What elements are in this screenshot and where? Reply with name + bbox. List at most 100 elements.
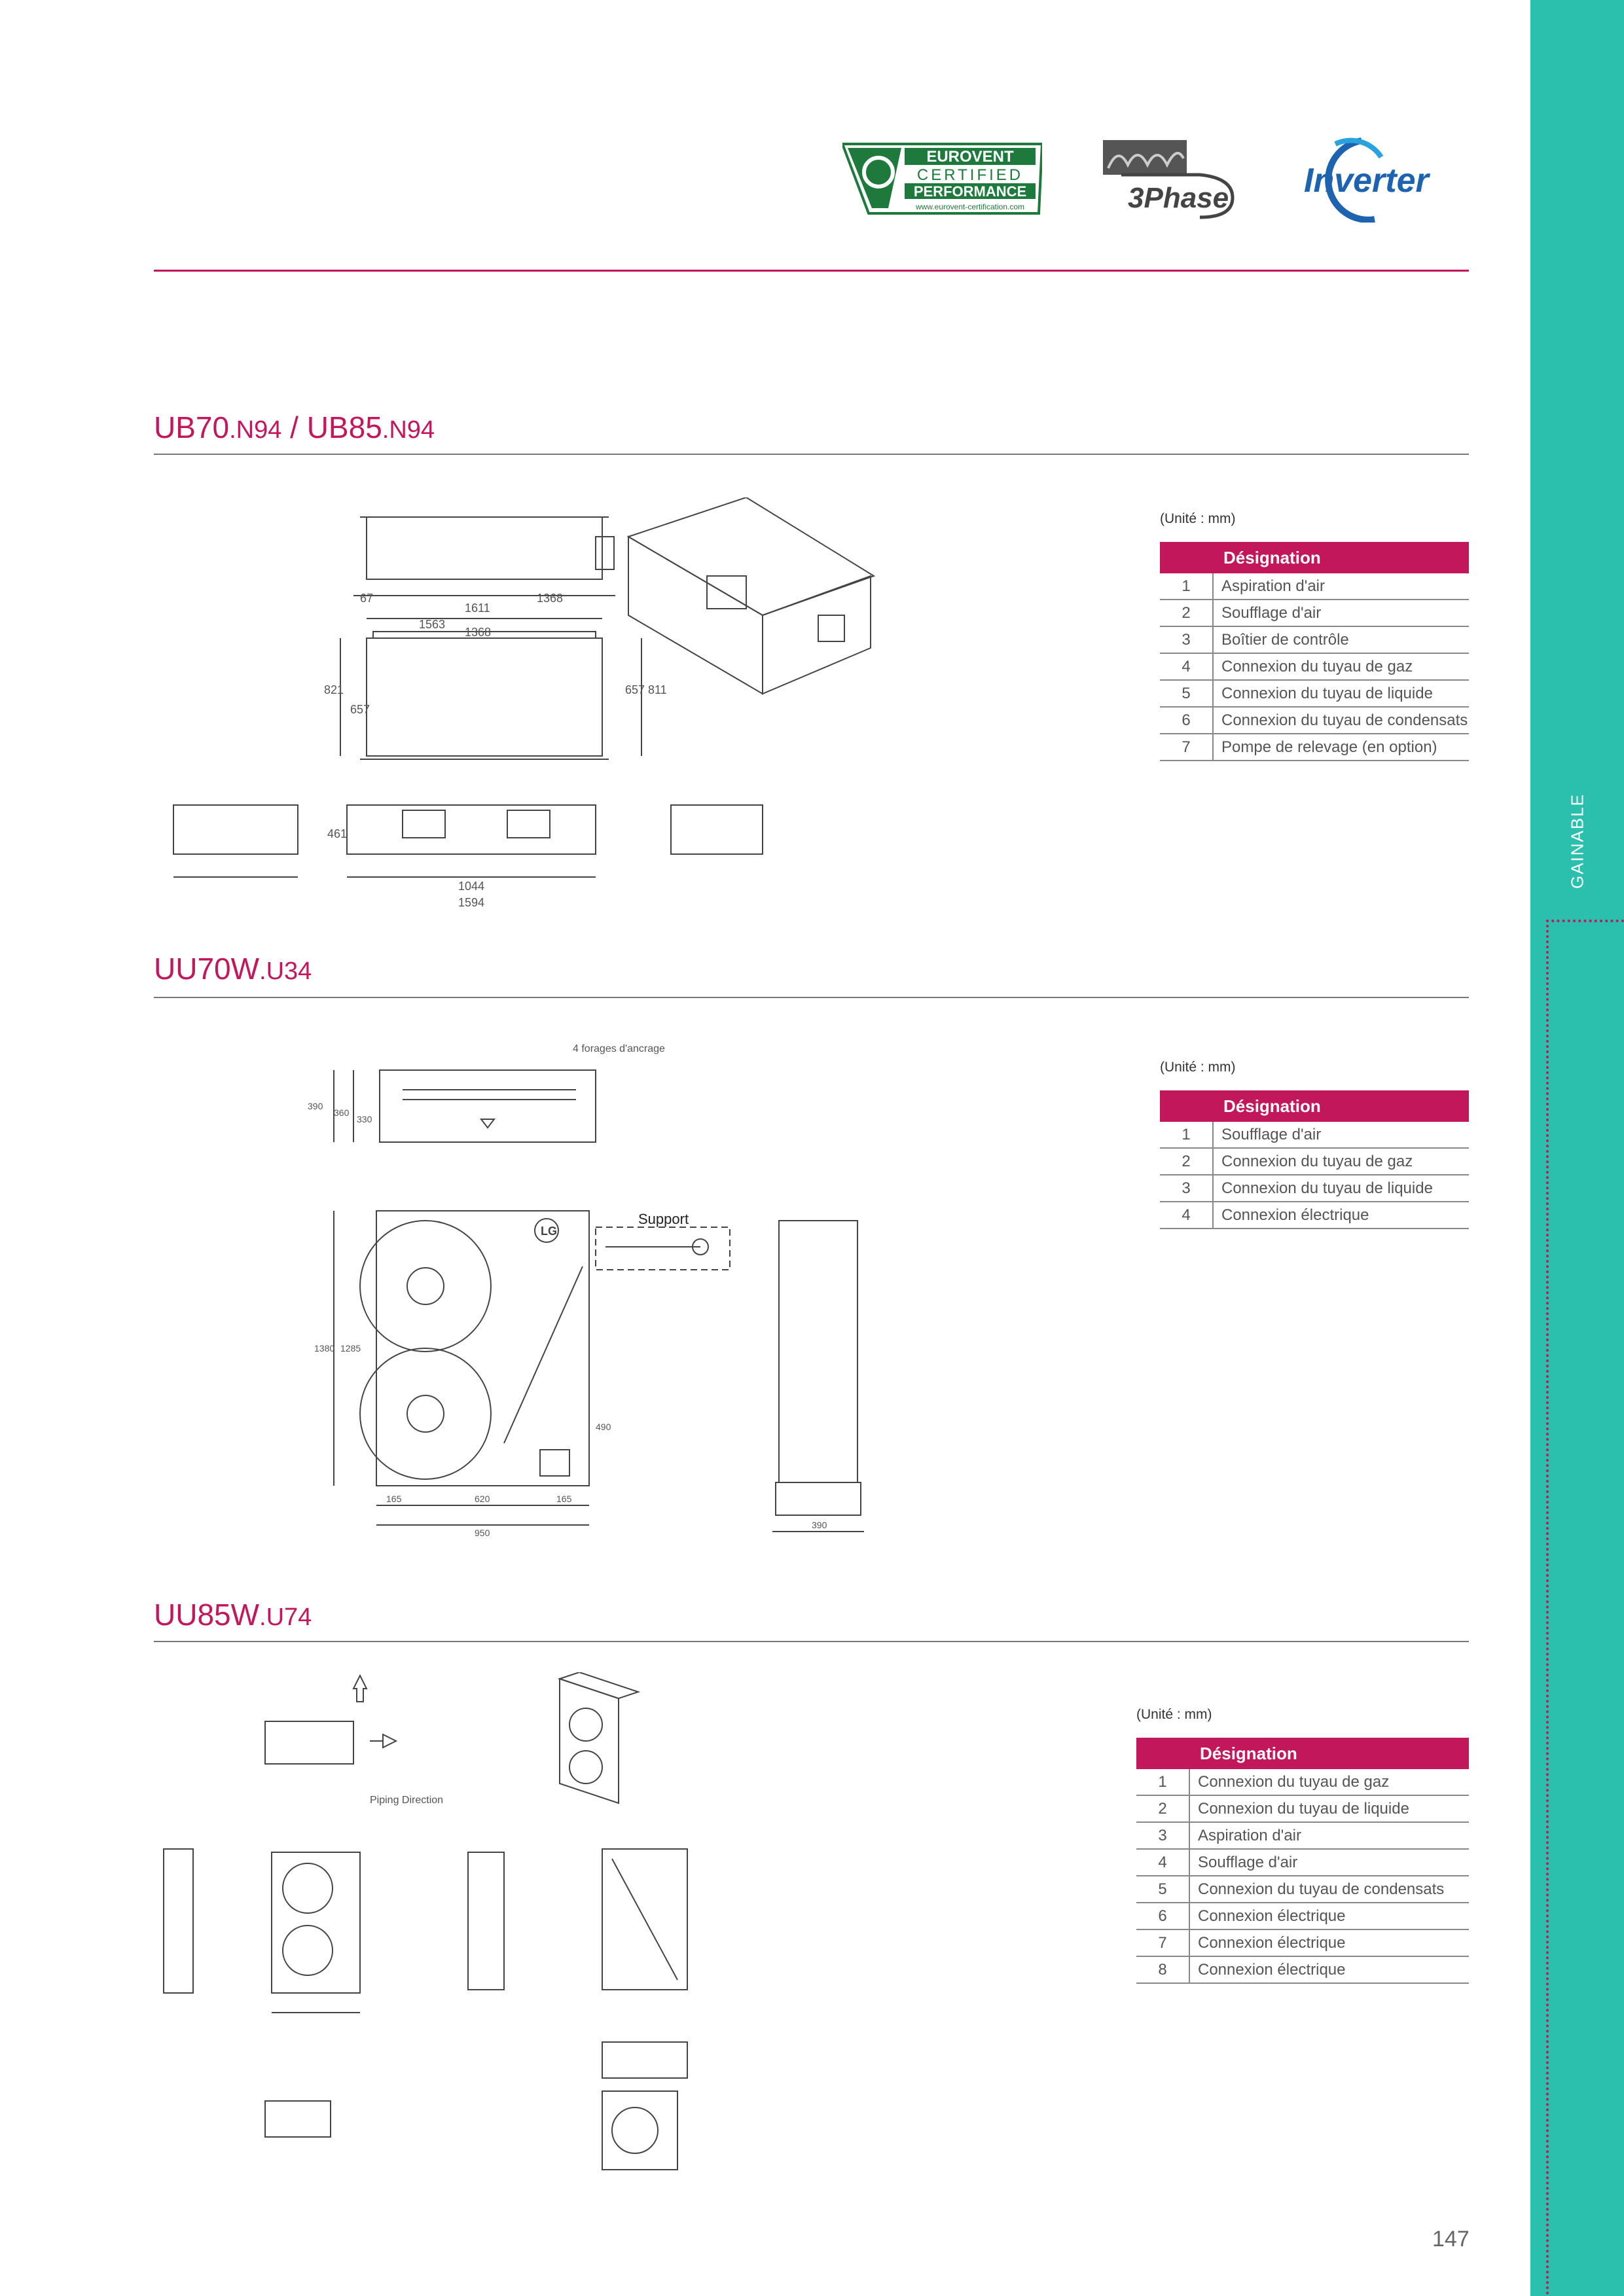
lg-brand: LG [541, 1225, 557, 1238]
row-label: Connexion du tuyau de liquide [1213, 680, 1469, 708]
three-phase-text: 3Phase [1128, 182, 1229, 214]
dim-950: 950 [475, 1528, 490, 1538]
row-label: Connexion du tuyau de gaz [1189, 1769, 1469, 1796]
row-label: Soufflage d'air [1213, 600, 1469, 627]
uu85w-technical-drawing: Piping Direction [163, 1672, 688, 2170]
dim-390-side: 390 [812, 1520, 827, 1530]
title-suffix: .U34 [259, 958, 312, 985]
dim-1611: 1611 [465, 601, 490, 615]
dim-330: 330 [357, 1114, 372, 1124]
row-label: Connexion du tuyau de condensats [1213, 707, 1469, 734]
section-divider [154, 454, 1469, 455]
dim-1368: 1368 [537, 592, 563, 605]
section-divider [154, 997, 1469, 998]
row-label: Connexion du tuyau de liquide [1213, 1175, 1469, 1202]
row-num: 3 [1160, 626, 1214, 654]
eurovent-line2: CERTIFIED [917, 166, 1023, 184]
dim-67: 67 [360, 592, 373, 605]
table-header: Désignation [1160, 542, 1469, 573]
row-num: 5 [1136, 1876, 1190, 1903]
dim-657-b: 657 [625, 683, 645, 696]
piping-direction-label: Piping Direction [370, 1795, 443, 1806]
header-num [1160, 542, 1213, 573]
row-num: 6 [1160, 707, 1214, 734]
title-part-2: UB85 [306, 410, 382, 444]
section-divider [154, 1641, 1469, 1642]
row-label: Boîtier de contrôle [1213, 626, 1469, 654]
row-num: 2 [1160, 1148, 1214, 1175]
row-label: Aspiration d'air [1213, 573, 1469, 600]
table-header: Désignation [1160, 1090, 1469, 1122]
title-part: UU85W [154, 1598, 260, 1632]
dim-165: 165 [386, 1494, 402, 1504]
row-label: Connexion électrique [1189, 1956, 1469, 1984]
row-num: 1 [1136, 1769, 1190, 1796]
row-label: Connexion du tuyau de liquide [1189, 1795, 1469, 1823]
eurovent-logo: EUROVENT CERTIFIED PERFORMANCE www.eurov… [842, 143, 1042, 215]
row-num: 3 [1160, 1175, 1214, 1202]
eurovent-line1: EUROVENT [926, 148, 1014, 166]
dim-1285: 1285 [340, 1343, 361, 1354]
dim-821: 821 [324, 683, 344, 696]
dim-461: 461 [327, 827, 347, 840]
table-header: Désignation [1136, 1738, 1469, 1769]
dim-620: 620 [475, 1494, 490, 1504]
row-label: Connexion du tuyau de gaz [1213, 653, 1469, 681]
dim-1563: 1563 [419, 618, 445, 631]
dim-657: 657 [350, 703, 370, 716]
dim-1368-b: 1368 [465, 626, 491, 639]
row-label: Pompe de relevage (en option) [1213, 734, 1469, 761]
sidebar-label: GAINABLE [1567, 793, 1587, 889]
row-num: 1 [1160, 573, 1214, 600]
row-label: Soufflage d'air [1213, 1122, 1469, 1149]
support-label: Support [638, 1211, 689, 1227]
row-num: 7 [1160, 734, 1214, 761]
row-num: 4 [1160, 1202, 1214, 1229]
row-label: Connexion du tuyau de condensats [1189, 1876, 1469, 1903]
dim-490: 490 [596, 1422, 611, 1432]
header-num [1160, 1090, 1213, 1122]
header-label: Désignation [1213, 542, 1469, 573]
dim-390: 390 [308, 1101, 323, 1111]
row-num: 6 [1136, 1903, 1190, 1930]
row-num: 4 [1136, 1849, 1190, 1876]
three-phase-logo: 3Phase [1103, 140, 1235, 219]
row-label: Connexion électrique [1189, 1903, 1469, 1930]
dim-1044: 1044 [458, 880, 484, 893]
dim-811: 811 [648, 683, 667, 696]
section-title-ub70-ub85: UB70.N94 / UB85.N94 [154, 410, 435, 445]
header-label: Désignation [1189, 1738, 1469, 1769]
inverter-logo: Inverter [1304, 137, 1431, 223]
dim-165-b: 165 [556, 1494, 572, 1504]
uu70w-technical-drawing: 4 forages d'ancrage Support LG 390 360 3… [308, 1043, 864, 1538]
anchor-label: 4 forages d'ancrage [573, 1043, 665, 1054]
row-num: 2 [1160, 600, 1214, 627]
title-suffix-2: .N94 [382, 416, 435, 444]
page-number: 147 [1432, 2227, 1470, 2251]
section-title-uu70w: UU70W.U34 [154, 951, 312, 986]
title-part: UU70W [154, 952, 260, 986]
row-label: Connexion du tuyau de gaz [1213, 1148, 1469, 1175]
inverter-text: Inverter [1304, 162, 1431, 200]
section-title-uu85w: UU85W.U74 [154, 1597, 312, 1632]
unit-label: (Unité : mm) [1160, 511, 1236, 526]
ub-technical-drawing: 67 1611 1368 1563 1368 821 657 657 811 4… [173, 497, 876, 909]
title-suffix: .N94 [229, 416, 282, 444]
sidebar-dotted-border [1546, 920, 1624, 2296]
dim-1594: 1594 [458, 896, 484, 909]
